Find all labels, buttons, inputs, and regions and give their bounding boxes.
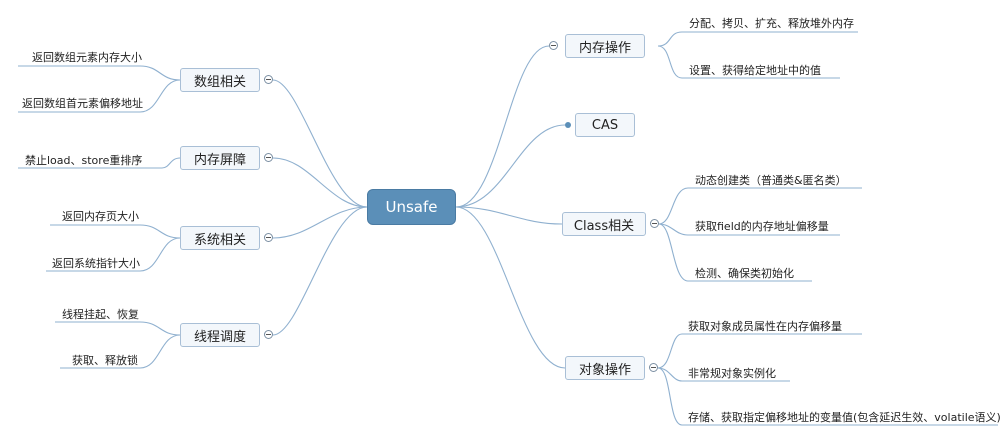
connector-curve [658,223,689,236]
leaf-volatile-access[interactable]: 存储、获取指定偏移地址的变量值(包含延迟生效、volatile语义) [688,411,1000,424]
topic-array[interactable]: 数组相关 [180,68,260,92]
collapse-toggle-icon[interactable] [650,219,659,228]
topic-class[interactable]: Class相关 [562,212,646,236]
connector-curve [139,79,181,113]
leaf-forbid-reordering[interactable]: 禁止load、store重排序 [25,154,143,167]
leaf-allocate-memory[interactable]: 分配、拷贝、扩充、释放堆外内存 [689,17,854,30]
connector-curve [139,334,181,369]
connector-central-object [455,206,566,369]
topic-cas[interactable]: CAS [575,113,635,137]
connector-central-memory [455,45,550,208]
connector-curve [161,157,181,169]
connector-central-thread [272,206,368,336]
connector-curve [657,367,683,426]
connector-curve [657,45,683,79]
connector-curve [657,31,683,47]
leaf-get-put-address[interactable]: 设置、获得给定地址中的值 [689,64,821,77]
connector-central-system [272,206,368,239]
connector-central-class [455,206,563,225]
collapse-toggle-icon[interactable] [549,41,558,50]
connector-central-barrier [272,157,368,208]
connector-dot-icon [565,122,571,128]
leaf-array-base-offset[interactable]: 返回数组首元素偏移地址 [22,97,143,110]
leaf-field-offset[interactable]: 获取field的内存地址偏移量 [695,220,829,233]
leaf-allocate-instance[interactable]: 非常规对象实例化 [688,367,776,380]
collapse-toggle-icon[interactable] [649,363,658,372]
collapse-toggle-icon[interactable] [264,75,273,84]
leaf-object-field-offset[interactable]: 获取对象成员属性在内存偏移量 [688,320,842,333]
connector-central-cas [455,124,566,208]
leaf-ensure-class-init[interactable]: 检测、确保类初始化 [695,267,794,280]
connector-curve [139,237,181,272]
connector-curve [658,223,689,282]
topic-object-ops[interactable]: 对象操作 [565,356,645,380]
leaf-page-size[interactable]: 返回内存页大小 [62,210,139,223]
connector-curve [139,321,181,336]
topic-thread-scheduling[interactable]: 线程调度 [180,323,260,347]
leaf-address-size[interactable]: 返回系统指针大小 [52,257,140,270]
leaf-array-element-size[interactable]: 返回数组元素内存大小 [32,51,142,64]
topic-system[interactable]: 系统相关 [180,226,260,250]
central-topic-unsafe[interactable]: Unsafe [367,189,456,225]
connector-curve [657,333,683,369]
leaf-lock-unlock[interactable]: 获取、释放锁 [72,354,138,367]
topic-memory-ops[interactable]: 内存操作 [565,34,645,58]
leaf-define-class[interactable]: 动态创建类（普通类&匿名类） [695,174,847,187]
connector-central-array [272,79,368,208]
collapse-toggle-icon[interactable] [264,233,273,242]
connector-curve [139,224,181,239]
leaf-park-unpark[interactable]: 线程挂起、恢复 [62,308,139,321]
collapse-toggle-icon[interactable] [264,153,273,162]
connector-curve [139,65,181,81]
topic-memory-barrier[interactable]: 内存屏障 [180,146,260,170]
collapse-toggle-icon[interactable] [264,330,273,339]
connector-curve [658,187,689,225]
